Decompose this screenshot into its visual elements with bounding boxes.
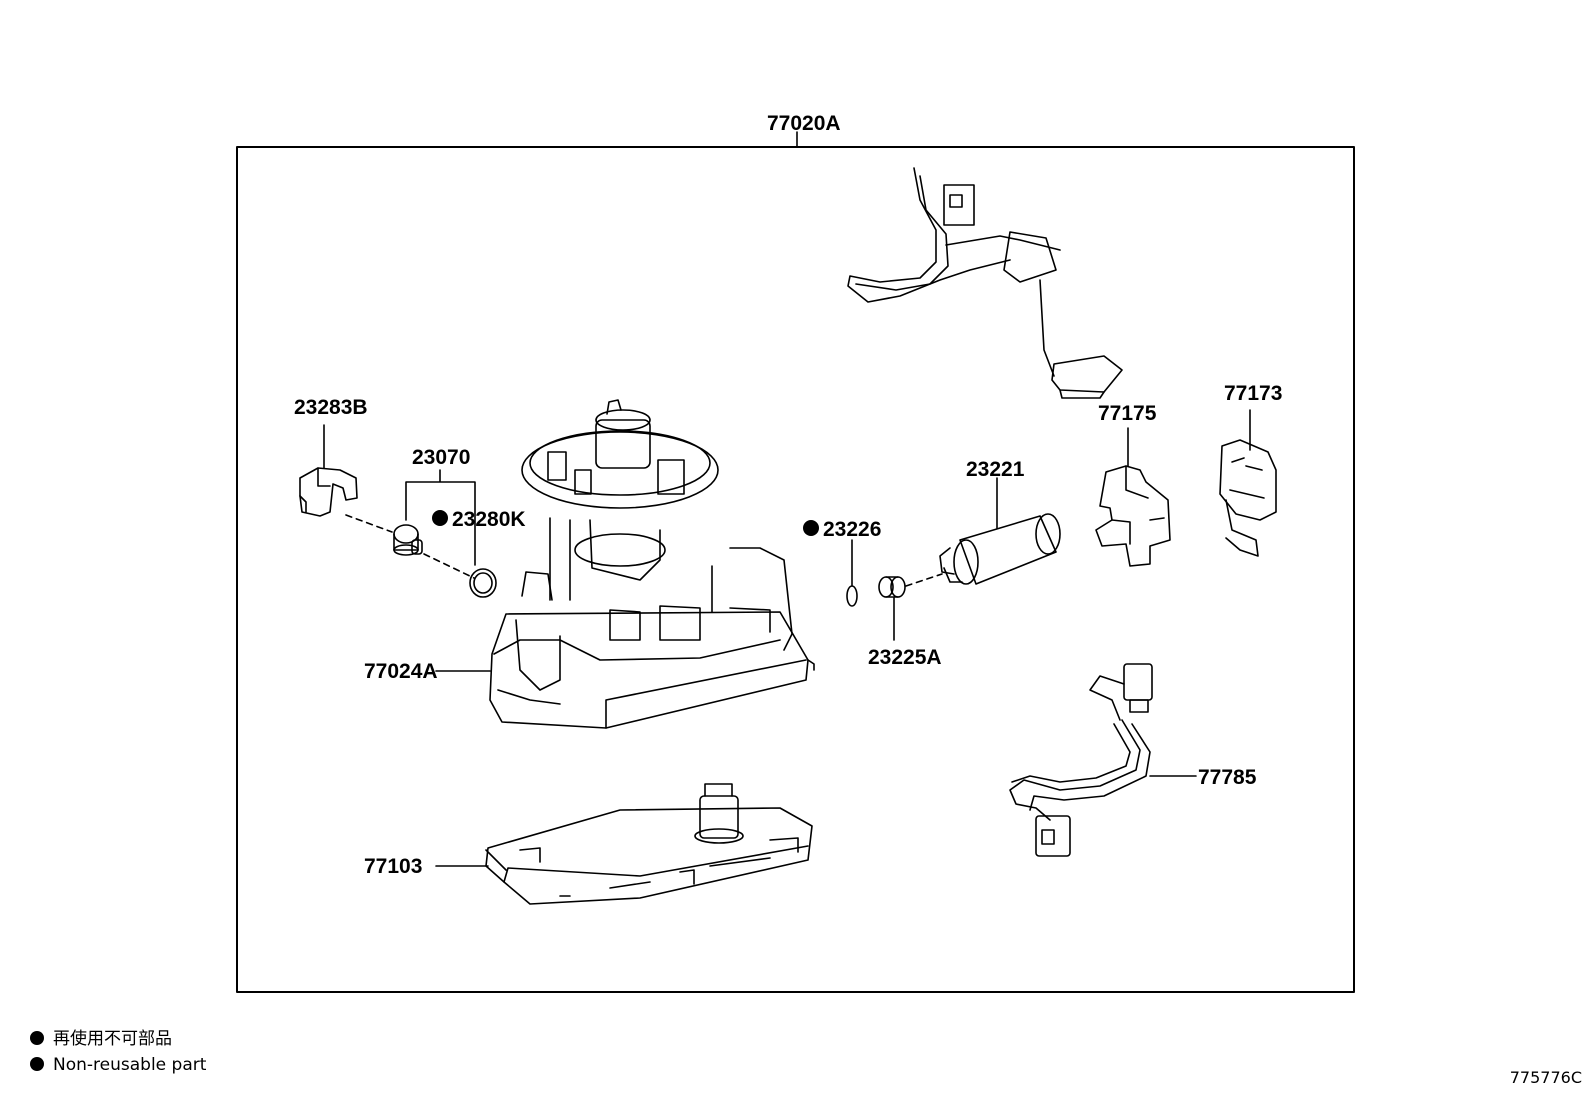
sender-gauge-part bbox=[847, 167, 1123, 399]
label-77173: 77173 bbox=[1224, 382, 1282, 405]
washer-23226-part bbox=[846, 585, 858, 607]
label-23070: 23070 bbox=[412, 446, 470, 469]
dashed-line-23283b bbox=[345, 514, 393, 533]
label-23226: 23226 bbox=[823, 518, 881, 541]
wire-harness-77785-part bbox=[1009, 663, 1153, 857]
non-reusable-dot-23280k bbox=[432, 510, 448, 526]
legend-english: Non-reusable part bbox=[30, 1055, 206, 1075]
legend-english-text: Non-reusable part bbox=[53, 1055, 207, 1075]
non-reusable-dot-23226 bbox=[803, 520, 819, 536]
assembly-frame bbox=[236, 146, 1355, 993]
label-77024a: 77024A bbox=[364, 660, 438, 683]
valve-23070-part bbox=[393, 524, 423, 556]
bullet-icon bbox=[30, 1031, 44, 1045]
label-77020a: 77020A bbox=[767, 112, 841, 135]
fuel-pump-23221-part bbox=[939, 513, 1061, 585]
pump-module-77024a-part bbox=[489, 399, 815, 729]
label-23280k: 23280K bbox=[452, 508, 526, 531]
label-23221: 23221 bbox=[966, 458, 1025, 481]
bullet-icon bbox=[30, 1057, 44, 1071]
legend-japanese-text: 再使用不可部品 bbox=[53, 1029, 172, 1049]
label-23225a: 23225A bbox=[868, 646, 942, 669]
clip-23283b-part bbox=[299, 424, 358, 517]
label-77785: 77785 bbox=[1198, 766, 1257, 789]
dashed-line-23070 bbox=[423, 553, 475, 579]
bracket-23070 bbox=[405, 469, 476, 566]
plate-77173-part bbox=[1219, 439, 1277, 557]
o-ring-23280k-part bbox=[469, 568, 497, 598]
bushing-23225a-part bbox=[878, 576, 906, 598]
label-23283b: 23283B bbox=[294, 396, 368, 419]
label-77175: 77175 bbox=[1098, 402, 1157, 425]
tray-77103-part bbox=[485, 783, 813, 905]
bracket-77175-part bbox=[1095, 465, 1171, 567]
label-77103: 77103 bbox=[364, 855, 422, 878]
dashed-line-23225a bbox=[905, 573, 943, 587]
legend-japanese: 再使用不可部品 bbox=[30, 1029, 172, 1049]
catalog-code: 775776C bbox=[1509, 1068, 1582, 1087]
